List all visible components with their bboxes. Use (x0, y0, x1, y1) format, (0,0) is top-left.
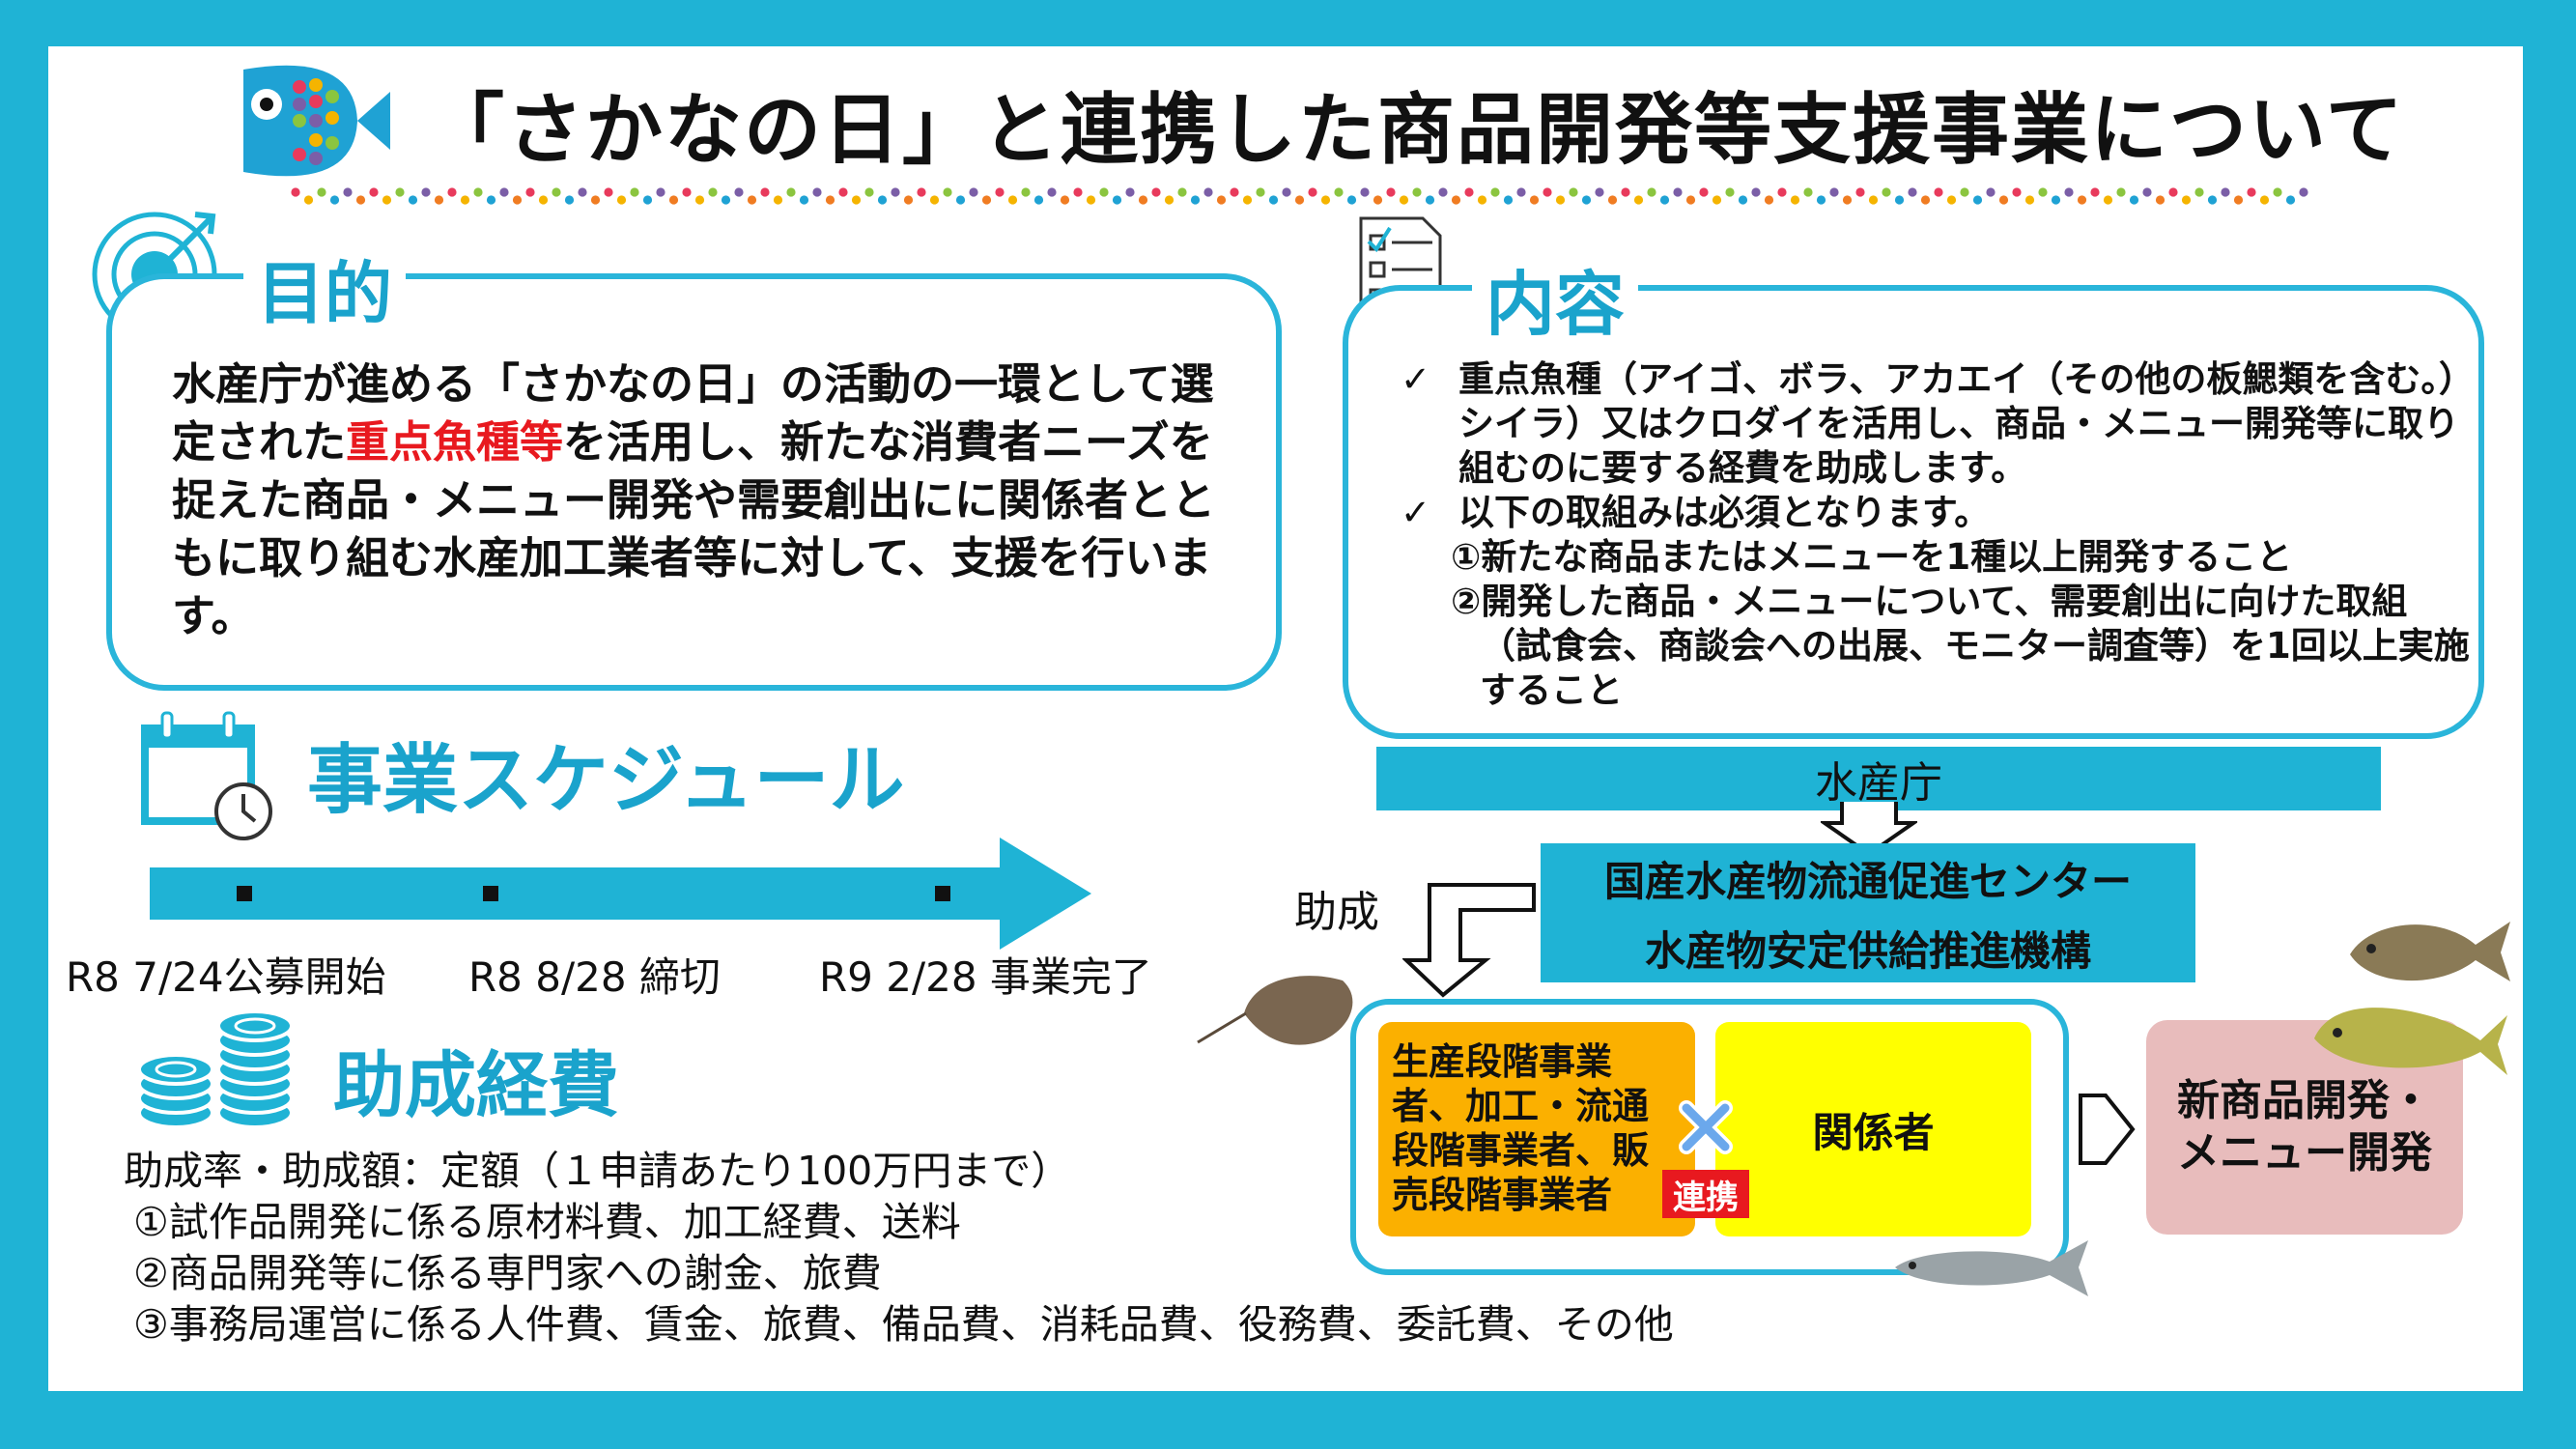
producers-box: 生産段階事業者、加工・流通段階事業者、販売段階事業者 (1378, 1022, 1695, 1236)
content-heading: 内容 (1472, 247, 1639, 349)
milestone-label: R9 2/28 事業完了 (819, 953, 1152, 1001)
content-sub-1: ①新たな商品またはメニューを1種以上開発すること (1451, 536, 2293, 578)
content-item-2: ✓以下の取組みは必須となります。 (1401, 492, 1991, 533)
cost-line: 助成率・助成額：定額（１申請あたり100万円まで） (124, 1148, 1071, 1194)
check-icon: ✓ (1401, 492, 1431, 533)
purpose-text-highlight: 重点魚種等 (346, 416, 564, 468)
milestone-marker (237, 886, 252, 901)
center-name-2: 水産物安定供給推進機構 (1644, 926, 2091, 975)
milestone-label: R8 8/28 締切 (468, 953, 721, 1001)
purpose-heading: 目的 (243, 240, 406, 337)
purpose-text-before: 水産庁が進める「さかなの日」の活動の一環として選定された (172, 358, 1214, 468)
coins-icon (137, 1009, 294, 1129)
calendar-icon (141, 711, 272, 840)
stakeholders-box: 関係者 (1715, 1022, 2031, 1236)
center-box: 国産水産物流通促進センター 水産物安定供給推進機構 (1541, 843, 2195, 982)
schedule-arrow (150, 838, 1091, 950)
center-name-1: 国産水産物流通促進センター (1603, 857, 2132, 905)
milestone-marker (483, 886, 498, 901)
content-item-1: ✓重点魚種（アイゴ、ボラ、アカエイ（その他の板鰓類を含む。）シイラ）又はクロダイ… (1401, 358, 2459, 489)
mahi-mahi-icon (2314, 1008, 2507, 1075)
mullet-icon (1895, 1240, 2088, 1296)
check-icon: ✓ (1401, 358, 1431, 400)
purpose-text: 水産庁が進める「さかなの日」の活動の一環として選定された重点魚種等を活用し、新た… (172, 355, 1254, 645)
stingray-icon (1197, 976, 1353, 1045)
fish-logo-icon (243, 65, 390, 177)
milestone-label: R8 7/24公募開始 (66, 953, 386, 1001)
cost-heading: 助成経費 (333, 1044, 619, 1127)
cooperation-badge: 連携 (1662, 1170, 1749, 1218)
subsidy-label: 助成 (1294, 888, 1379, 937)
rabbitfish-icon (2350, 922, 2510, 981)
purpose-box (106, 273, 1282, 691)
cost-details: 助成率・助成額：定額（１申請あたり100万円まで） ①試作品開発に係る原材料費、… (124, 1146, 1674, 1350)
content-box (1343, 285, 2484, 739)
content-sub-2: ②開発した商品・メニューについて、需要創出に向けた取組（試食会、商談会への出展、… (1451, 581, 2470, 711)
elbow-arrow-icon (1402, 883, 1536, 998)
page-title: 「さかなの日」と連携した商品開発等支援事業について (427, 85, 2405, 175)
purpose-text-after: を活用し、新たな消費者ニーズを捉えた商品・メニュー開発や需要創出にに関係者ととも… (172, 416, 1216, 641)
right-arrow-icon (2079, 1094, 2136, 1165)
schedule-heading: 事業スケジュール (307, 737, 905, 824)
cost-line: ①試作品開発に係る原材料費、加工経費、送料 (133, 1199, 961, 1245)
dotted-divider (291, 187, 2308, 205)
milestone-marker (935, 886, 950, 901)
cross-icon (1679, 1100, 1733, 1154)
cost-line: ②商品開発等に係る専門家への謝金、旅費 (133, 1250, 882, 1296)
cost-line: ③事務局運営に係る人件費、賃金、旅費、備品費、消耗品費、役務費、委託費、その他 (133, 1301, 1674, 1348)
agency-box: 水産庁 (1376, 747, 2381, 810)
content-list: ✓重点魚種（アイゴ、ボラ、アカエイ（その他の板鰓類を含む。）シイラ）又はクロダイ… (1401, 357, 2473, 713)
